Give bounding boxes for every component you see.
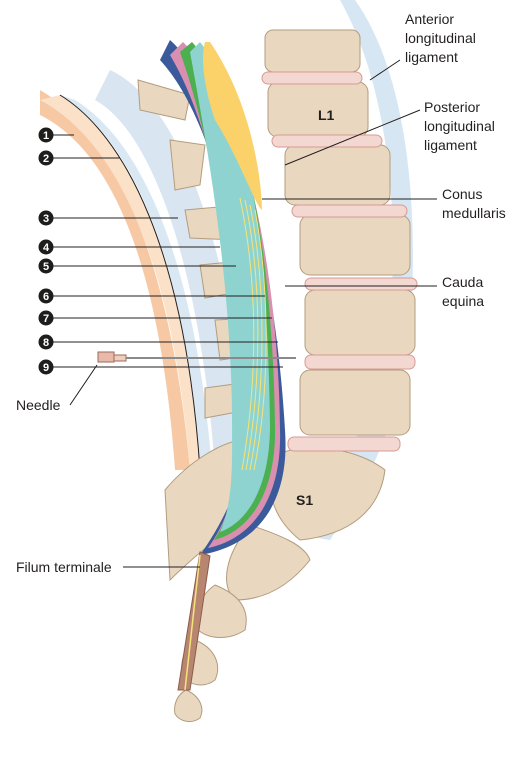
svg-text:8: 8: [43, 337, 49, 349]
svg-text:9: 9: [43, 362, 49, 374]
marker-4: 4: [39, 240, 54, 255]
svg-text:medullaris: medullaris: [442, 205, 506, 221]
marker-5: 5: [39, 259, 54, 274]
svg-text:Conus: Conus: [442, 186, 482, 202]
svg-text:Anterior: Anterior: [405, 11, 454, 27]
marker-3: 3: [39, 211, 54, 226]
svg-text:Filum terminale: Filum terminale: [16, 559, 112, 575]
marker-9: 9: [39, 360, 54, 375]
svg-text:1: 1: [43, 130, 49, 142]
svg-text:ligament: ligament: [424, 137, 477, 153]
marker-7: 7: [39, 311, 54, 326]
svg-text:longitudinal: longitudinal: [424, 118, 495, 134]
s1-label: S1: [296, 492, 313, 508]
svg-text:7: 7: [43, 313, 49, 325]
anterior-ligament-callout: Anterior longitudinal ligament: [370, 11, 476, 80]
marker-2: 2: [39, 151, 54, 166]
svg-text:2: 2: [43, 153, 49, 165]
l1-label: L1: [318, 107, 335, 123]
svg-text:4: 4: [43, 242, 50, 254]
needle-callout: Needle: [16, 365, 97, 413]
svg-text:equina: equina: [442, 293, 484, 309]
svg-text:5: 5: [43, 261, 49, 273]
marker-1: 1: [39, 128, 54, 143]
marker-8: 8: [39, 335, 54, 350]
svg-text:longitudinal: longitudinal: [405, 30, 476, 46]
svg-text:Needle: Needle: [16, 397, 61, 413]
marker-6: 6: [39, 289, 54, 304]
svg-text:ligament: ligament: [405, 49, 458, 65]
svg-text:Cauda: Cauda: [442, 274, 483, 290]
svg-text:3: 3: [43, 213, 49, 225]
svg-text:Posterior: Posterior: [424, 99, 480, 115]
svg-text:6: 6: [43, 291, 49, 303]
